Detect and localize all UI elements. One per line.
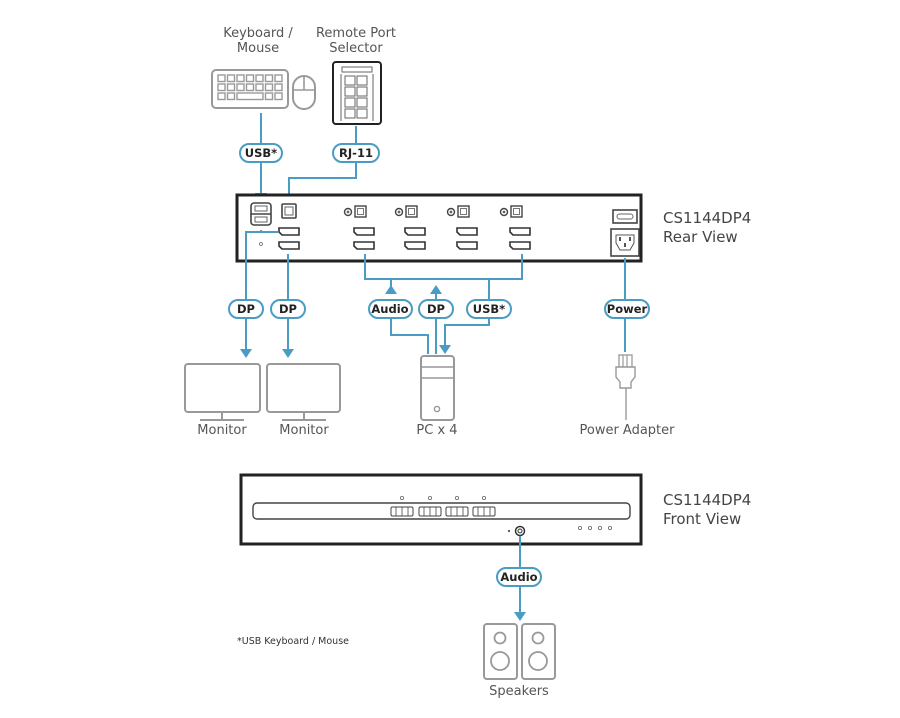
keyboard-mouse-label-line1: Keyboard /: [223, 26, 293, 41]
keyboard-mouse-label-line2: Mouse: [237, 41, 279, 56]
dp2-arrow-icon: [282, 349, 294, 358]
key: [226, 74, 236, 83]
remote-port-selector-icon: [332, 61, 382, 125]
speakers-icon: [483, 623, 556, 680]
key: [217, 74, 226, 83]
selector-button: [344, 86, 356, 97]
key: [217, 92, 226, 101]
status-led: [598, 526, 603, 531]
displayport-port: [278, 241, 300, 250]
key: [255, 83, 264, 92]
svg-text:Audio: Audio: [371, 302, 408, 316]
status-led: [608, 526, 613, 531]
svg-text:USB*: USB*: [245, 146, 277, 160]
displayport-port: [509, 241, 531, 250]
monitor-2-icon: [266, 363, 341, 421]
displayport-port: [404, 227, 426, 236]
selector-button: [344, 108, 356, 119]
key: [274, 74, 283, 83]
svg-text:DP: DP: [237, 302, 255, 316]
port-led: [427, 495, 432, 500]
status-led: [588, 526, 593, 531]
dp-up-arrow-icon: [430, 285, 442, 294]
selector-button: [356, 86, 368, 97]
displayport-port: [353, 241, 375, 250]
key: [236, 83, 245, 92]
dp1-arrow-icon: [240, 349, 252, 358]
svg-text:DP: DP: [427, 302, 445, 316]
dp-monitor1-connection-label: DP: [228, 299, 264, 319]
kvm-rear-panel: [235, 193, 643, 263]
pc-tower-icon: [420, 355, 455, 421]
remote-port-selector-label-line2: Selector: [329, 41, 383, 56]
svg-text:Power: Power: [607, 302, 648, 316]
svg-text:RJ-11: RJ-11: [339, 146, 373, 160]
speakers-arrow-icon: [514, 612, 526, 621]
selector-button: [356, 97, 368, 108]
svg-text:Audio: Audio: [500, 570, 537, 584]
spacebar: [236, 92, 264, 101]
displayport-port: [353, 227, 375, 236]
pc-label: PC x 4: [416, 423, 457, 438]
selector-button: [356, 108, 368, 119]
svg-text:USB*: USB*: [473, 302, 505, 316]
key: [236, 74, 245, 83]
key: [245, 74, 255, 83]
selector-button: [344, 75, 356, 86]
audio-pc-cable: [390, 318, 429, 354]
pc-audio-connection-label: Audio: [368, 299, 413, 319]
power-connection-label: Power: [604, 299, 650, 319]
keyboard-icon: [211, 69, 289, 109]
speakers-label: Speakers: [489, 684, 549, 699]
key: [226, 92, 236, 101]
pc-usb-connection-label: USB*: [466, 299, 512, 319]
footnote: *USB Keyboard / Mouse: [237, 636, 349, 647]
speakers-audio-connection-label: Audio: [496, 567, 542, 587]
key: [264, 74, 274, 83]
svg-text:DP: DP: [279, 302, 297, 316]
dp-monitor2-connection-label: DP: [270, 299, 306, 319]
rear-view-model: CS1144DP4: [663, 209, 751, 227]
displayport-port: [509, 227, 531, 236]
key: [274, 83, 283, 92]
status-led: [578, 526, 583, 531]
pc-dp-connection-label: DP: [418, 299, 454, 319]
key: [274, 92, 283, 101]
port-led: [481, 495, 486, 500]
key: [264, 92, 274, 101]
usb-down-arrow-icon: [439, 345, 451, 354]
key: [264, 83, 274, 92]
port-led: [454, 495, 459, 500]
power-plug-icon: [615, 354, 636, 420]
monitor-1-label: Monitor: [197, 423, 247, 438]
displayport-port: [278, 227, 300, 236]
mouse-icon: [292, 75, 316, 110]
rear-view-caption: Rear View: [663, 228, 738, 246]
key: [245, 83, 255, 92]
audio-up-arrow-icon: [385, 285, 397, 294]
remote-port-selector-label-line1: Remote Port: [316, 26, 396, 41]
monitor-1-icon: [184, 363, 261, 421]
selector-button: [356, 75, 368, 86]
selector-button: [344, 97, 356, 108]
front-view-model: CS1144DP4: [663, 491, 751, 509]
power-adapter-label: Power Adapter: [579, 423, 675, 438]
key: [217, 83, 226, 92]
usb-keyboard-connection-label: USB*: [239, 143, 283, 163]
port-led: [399, 495, 404, 500]
front-view-caption: Front View: [663, 510, 741, 528]
rj11-connection-label: RJ-11: [332, 143, 380, 163]
key: [226, 83, 236, 92]
displayport-port: [456, 241, 478, 250]
monitor-2-label: Monitor: [279, 423, 329, 438]
displayport-port: [456, 227, 478, 236]
displayport-port: [404, 241, 426, 250]
kvm-front-panel: [239, 473, 643, 546]
key: [255, 74, 264, 83]
pc-bus-cable: [364, 254, 523, 280]
rj11-cable: [288, 126, 357, 203]
